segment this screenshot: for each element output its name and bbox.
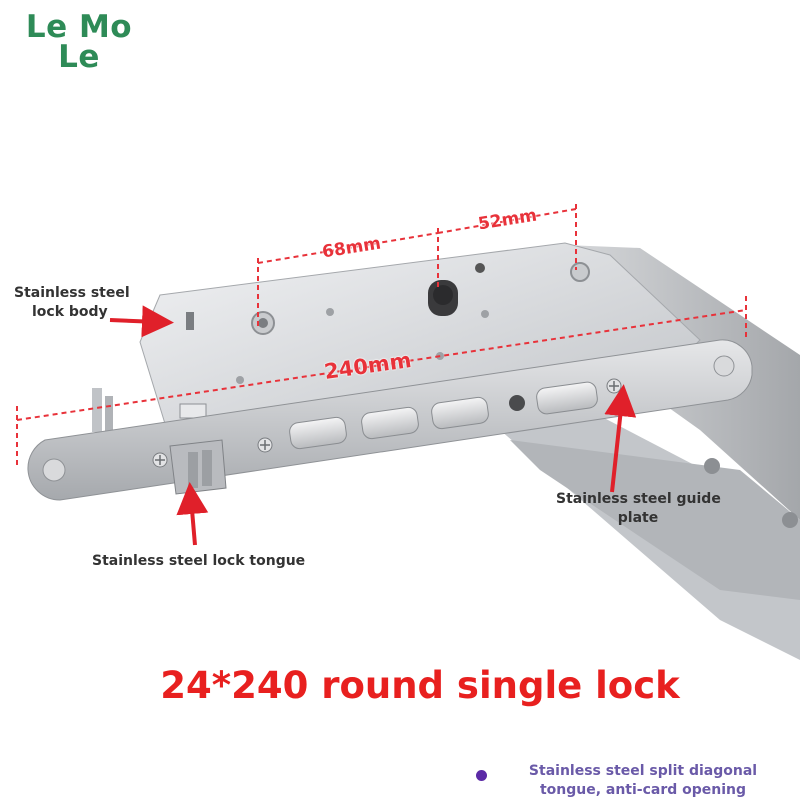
lock-tongue: [169, 439, 227, 495]
callout-guide-plate-line1: Stainless steel guide: [556, 491, 721, 507]
dimension-lines: [16, 204, 747, 468]
callout-lock-body-line2: lock body: [32, 304, 108, 320]
callout-guide-plate-line2: plate: [617, 510, 659, 526]
callout-lock-body: Stainless steel lock body: [14, 284, 130, 322]
feature-bullet-icon: [476, 770, 487, 781]
callout-lock-body-line1: Stainless steel: [14, 285, 130, 301]
product-headline: 24*240 round single lock: [160, 664, 680, 707]
brand-logo: Le Mo Le: [14, 9, 144, 75]
feature-note-line1: Stainless steel split diagonal: [528, 763, 758, 779]
brand-logo-line2: Le: [58, 39, 100, 75]
feature-note: Stainless steel split diagonal tongue, a…: [518, 762, 768, 800]
callout-lock-tongue: Stainless steel lock tongue: [92, 553, 306, 569]
callout-guide-plate: Stainless steel guide plate: [556, 490, 721, 528]
feature-note-line2: tongue, anti-card opening: [539, 782, 747, 798]
brand-logo-line1: Le Mo: [25, 9, 133, 45]
main-lock-body: [92, 242, 701, 441]
callout-arrows: [109, 305, 637, 546]
